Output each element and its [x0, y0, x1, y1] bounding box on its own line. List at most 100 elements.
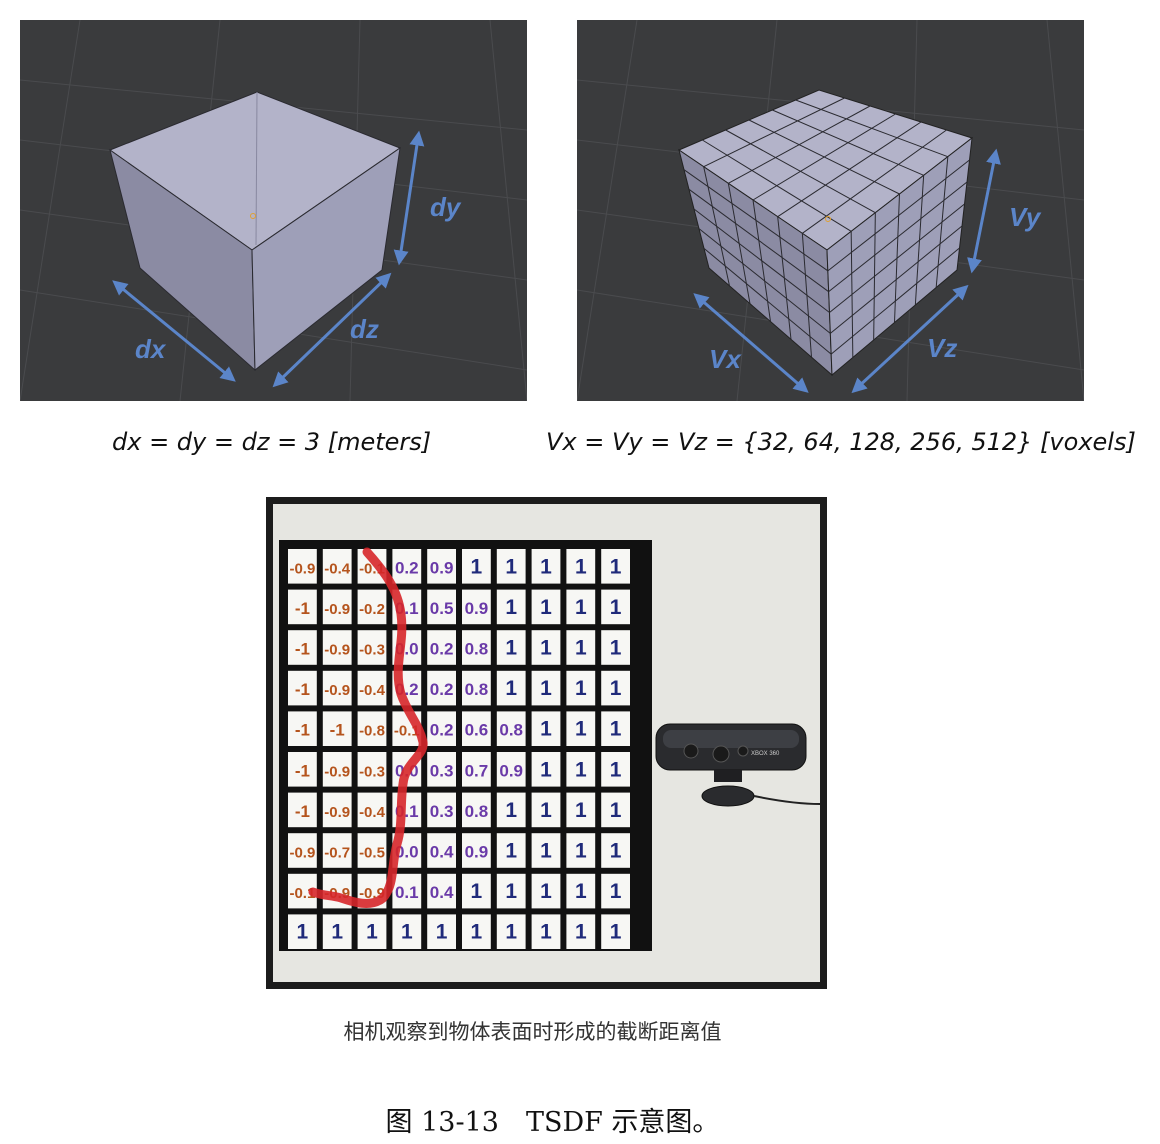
tsdf-cell-value: 1	[505, 921, 517, 944]
voxel-grid-viewport: Vx Vz Vy	[577, 20, 1084, 401]
tsdf-cell-value: 1	[331, 921, 343, 944]
tsdf-cell-value: 1	[575, 555, 587, 578]
tsdf-cell-value: -0.9	[324, 682, 350, 699]
tsdf-cell-value: -0.9	[324, 642, 350, 659]
tsdf-cell-value: -0.4	[359, 682, 386, 699]
tsdf-cell-value: -0.9	[289, 845, 315, 862]
tsdf-cell-value: 0.7	[465, 761, 489, 780]
origin-marker	[250, 213, 256, 219]
tsdf-cell-value: 1	[575, 677, 587, 700]
tsdf-cell	[322, 752, 352, 787]
tsdf-cell	[496, 833, 526, 868]
tsdf-cell-value: 1	[540, 555, 552, 578]
tsdf-cell-value: 0.9	[499, 761, 523, 780]
tsdf-cell-value: 0.4	[430, 883, 454, 902]
tsdf-cell-value: -0.2	[359, 601, 385, 618]
tsdf-cell-value: 0.3	[430, 802, 454, 821]
tsdf-cell-value: 1	[575, 799, 587, 822]
tsdf-cell	[288, 792, 317, 828]
tsdf-cell-value: 0.5	[430, 599, 454, 618]
tsdf-cell-value: 0.0	[395, 843, 419, 862]
vx-label: Vx	[709, 344, 742, 374]
tsdf-cell	[288, 670, 317, 706]
tsdf-cell-value: 1	[610, 555, 622, 578]
tsdf-cell	[601, 589, 630, 625]
tsdf-cell	[427, 549, 456, 584]
tsdf-cell-value: 1	[575, 596, 587, 619]
tsdf-cell-value: 0.9	[465, 843, 489, 862]
tsdf-cell-value: 1	[610, 637, 622, 660]
tsdf-cell	[531, 752, 561, 787]
tsdf-cell-value: 0.6	[465, 721, 489, 740]
tsdf-cell	[427, 670, 456, 706]
tsdf-cell-value: 0.8	[465, 640, 489, 659]
tsdf-cell	[288, 914, 317, 949]
tsdf-cell-value: 1	[610, 718, 622, 741]
tsdf-cell	[566, 752, 596, 787]
tsdf-cell	[462, 711, 491, 746]
tsdf-cell-value: 0.8	[465, 802, 489, 821]
tsdf-cell-value: 1	[610, 758, 622, 781]
tsdf-cell-value: -1	[295, 721, 310, 740]
tsdf-cell-value: 1	[610, 799, 622, 822]
tsdf-cell	[288, 833, 317, 868]
dz-label: dz	[350, 314, 379, 344]
tsdf-cell	[427, 752, 456, 787]
tsdf-cell	[357, 752, 387, 787]
tsdf-cell	[462, 670, 491, 706]
tsdf-cell	[357, 670, 387, 706]
tsdf-cell-value: 0.8	[465, 680, 489, 699]
tsdf-cell	[462, 873, 491, 909]
tsdf-cell-value: 1	[575, 637, 587, 660]
tsdf-cell	[531, 549, 561, 584]
left-caption: dx = dy = dz = 3 [meters]	[112, 428, 432, 456]
tsdf-cell-value: 1	[540, 637, 552, 660]
dy-label: dy	[430, 192, 462, 222]
tsdf-cell-value: 0.1	[395, 883, 419, 902]
tsdf-cell-value: 1	[575, 880, 587, 903]
tsdf-cell	[322, 833, 352, 868]
sensor-brand-text: XBOX 360	[751, 751, 780, 757]
cube-dimensions-figure: dx dz dy	[20, 20, 527, 401]
surface-zero-crossing-curve	[308, 547, 428, 908]
tsdf-cell-value: 1	[471, 555, 483, 578]
tsdf-cell-value: -0.3	[359, 642, 385, 659]
tsdf-cell-value: -1	[295, 761, 310, 780]
tsdf-cell	[601, 752, 630, 787]
tsdf-cell-value: 1	[540, 921, 552, 944]
tsdf-cell	[496, 630, 526, 665]
dx-arrow	[112, 280, 236, 382]
tsdf-cell-value: -1	[295, 802, 310, 821]
tsdf-cell	[288, 589, 317, 625]
tsdf-cell-value: -0.3	[359, 763, 385, 780]
tsdf-cell	[462, 549, 491, 584]
tsdf-cell	[496, 711, 526, 746]
tsdf-cell-value: -1	[295, 640, 310, 659]
tsdf-cell	[566, 792, 596, 828]
tsdf-cell-value: 0.2	[430, 640, 454, 659]
tsdf-cell	[566, 711, 596, 746]
tsdf-cell-value: 1	[471, 921, 483, 944]
tsdf-cell-value: 1	[366, 921, 378, 944]
tsdf-cell	[601, 792, 630, 828]
tsdf-cell	[322, 670, 352, 706]
right-caption: Vx = Vy = Vz = {32, 64, 128, 256, 512} […	[546, 428, 1136, 456]
tsdf-cell	[531, 630, 561, 665]
tsdf-cell	[357, 630, 387, 665]
tsdf-cell-value: 1	[471, 880, 483, 903]
vz-label: Vz	[927, 333, 957, 363]
tsdf-cell	[531, 670, 561, 706]
tsdf-cell-value: -1	[295, 599, 310, 618]
tsdf-cell	[427, 589, 456, 625]
tsdf-cell-value: 1	[575, 840, 587, 863]
tsdf-cell	[601, 873, 630, 909]
tsdf-cell	[427, 711, 456, 746]
origin-marker	[825, 216, 831, 222]
tsdf-cell-value: -0.9	[324, 601, 350, 618]
tsdf-cell-value: 1	[575, 718, 587, 741]
tsdf-cell	[566, 549, 596, 584]
tsdf-cell	[566, 914, 596, 949]
tsdf-cell	[427, 792, 456, 828]
cube-dimensions-viewport: dx dz dy	[20, 20, 527, 401]
